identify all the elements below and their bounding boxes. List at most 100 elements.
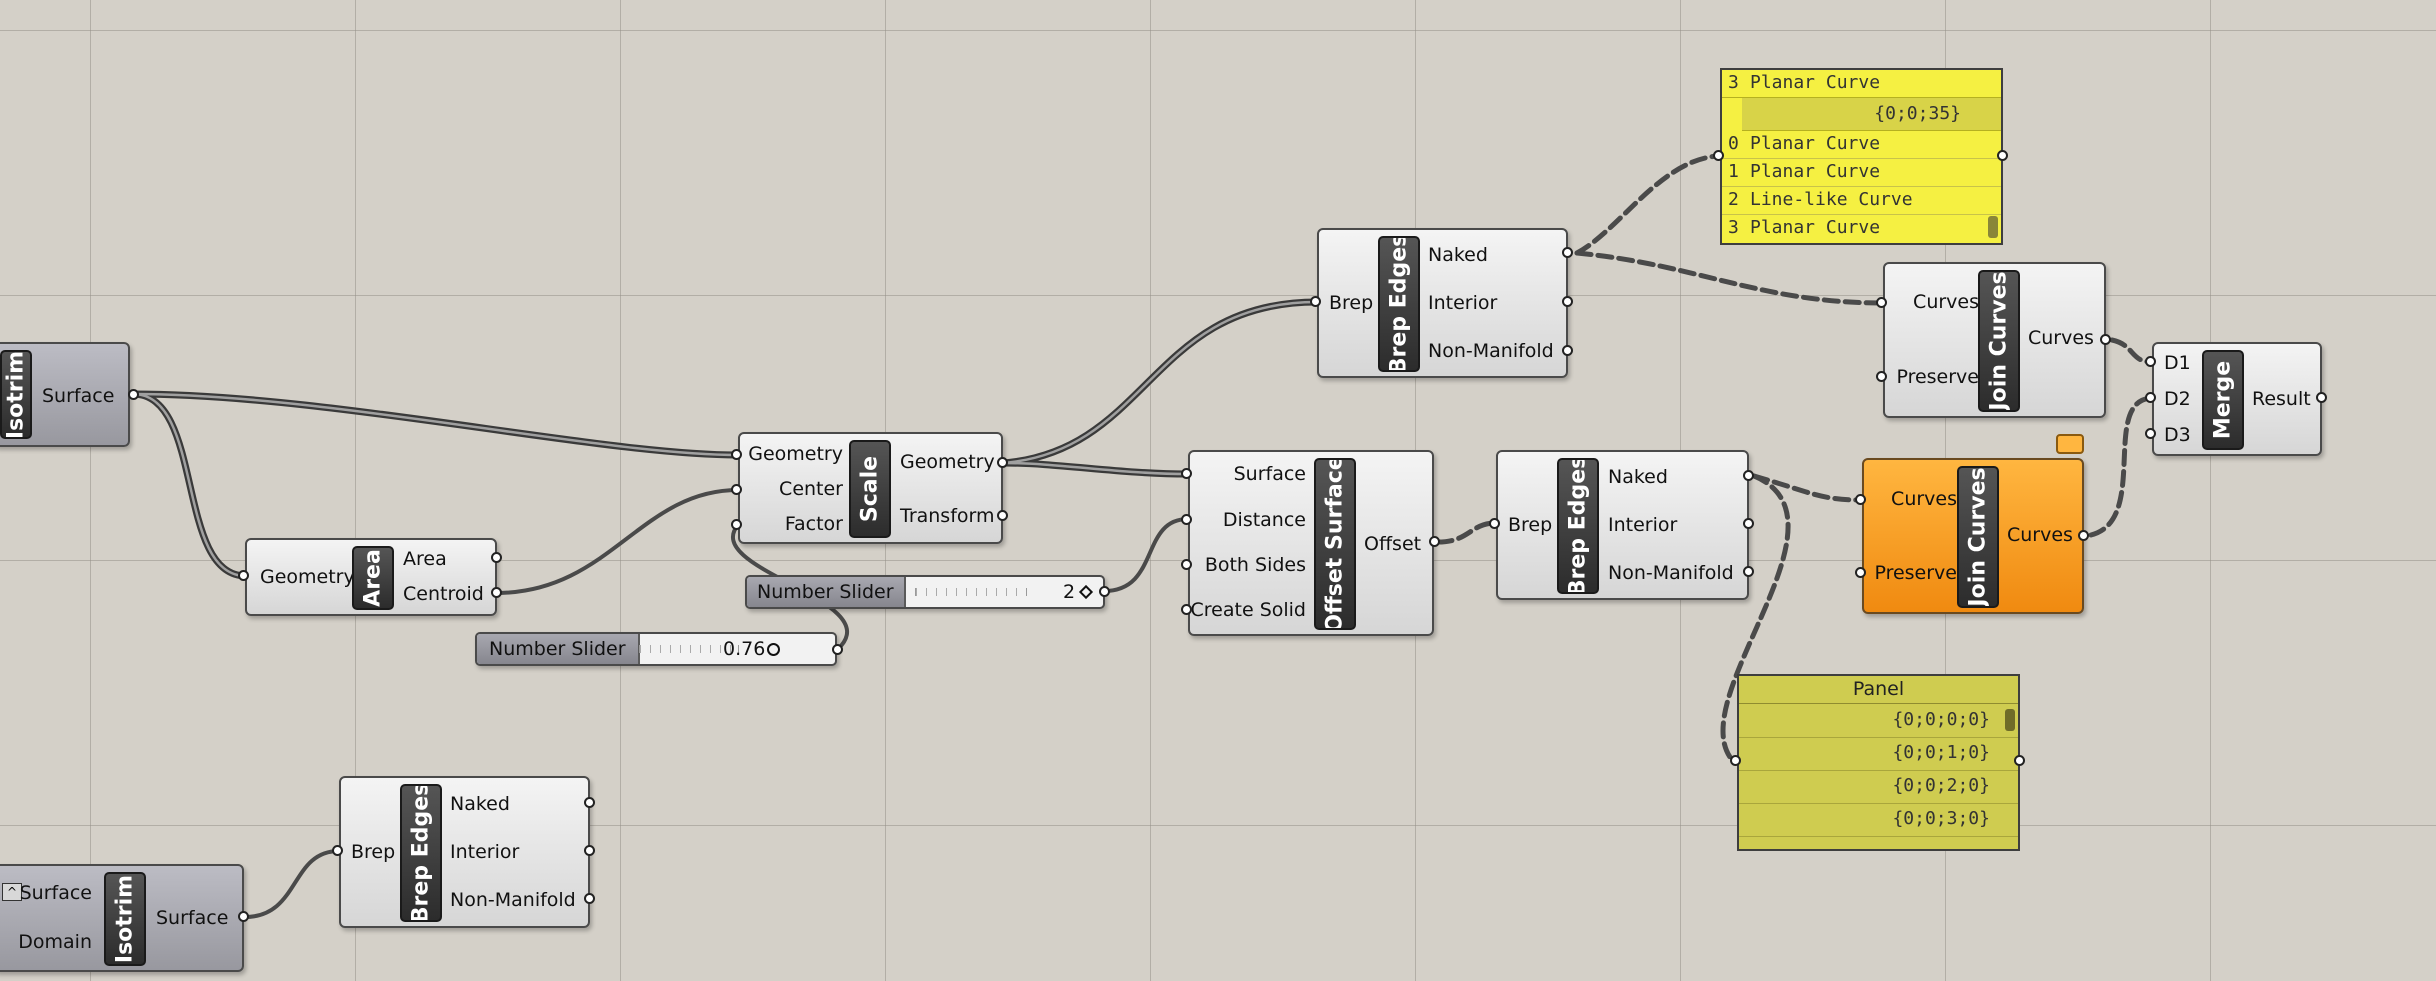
message-balloon-icon[interactable] [2056,434,2084,454]
output-offset: Offset [1364,533,1422,555]
slider-value: 2 [1063,581,1076,603]
input-create-solid: Create Solid [1190,599,1306,621]
grip-in[interactable] [1181,468,1192,479]
path-label: {0;0;35} [1874,103,1961,124]
number-slider-a[interactable]: Number Slider 2 [745,575,1105,609]
grip-out[interactable] [2014,755,2025,766]
output-curves: Curves [2028,327,2094,349]
row-text: {0;0;3;0} [1892,808,1990,829]
grip-in[interactable] [1713,150,1724,161]
grip-in[interactable] [2145,428,2156,439]
panel-header: 3 Planar Curve [1722,70,2001,98]
grip-in[interactable] [1876,371,1887,382]
input-curves: Curves [1891,488,1957,510]
grip-in[interactable] [1181,514,1192,525]
yellow-output-panel[interactable]: 3 Planar Curve {0;0;35} 0 Planar Curve 1… [1720,68,2003,245]
grip-out[interactable] [584,797,595,808]
grip-out[interactable] [238,911,249,922]
number-slider-b[interactable]: Number Slider 0.76 [475,632,837,666]
grip-in[interactable] [731,484,742,495]
row-text: {0;0;1;0} [1892,742,1990,763]
row-text: Planar Curve [1750,161,1881,182]
join-curves-component-selected[interactable]: Curves Preserve Join Curves Curves [1862,458,2084,614]
grip-out[interactable] [832,644,843,655]
output-result: Result [2252,388,2311,410]
wire-naked-to-panel-bottom [1720,473,1791,764]
offset-surface-component[interactable]: Surface Distance Both Sides Create Solid… [1188,450,1434,636]
area-component[interactable]: Geometry Area Area Centroid [245,538,497,616]
grip-in[interactable] [2145,392,2156,403]
wire-isotrim-to-brepedges-bottom [243,849,341,919]
grip-out[interactable] [1429,536,1440,547]
grip-in[interactable] [731,519,742,530]
grip-out[interactable] [584,893,595,904]
grip-out[interactable] [1743,518,1754,529]
grip-in[interactable] [1181,559,1192,570]
grip-in[interactable] [1876,297,1887,308]
grip-out[interactable] [997,457,1008,468]
grip-out[interactable] [1743,566,1754,577]
grip-out[interactable] [491,552,502,563]
slider-handle[interactable] [1078,584,1094,600]
grip-in[interactable] [1489,518,1500,529]
output-naked: Naked [450,793,510,815]
isotrim-component-top[interactable]: Isotrim Surface [0,342,130,447]
grip-out[interactable] [2078,530,2089,541]
input-center: Center [779,478,843,500]
component-title: Brep Edges [400,784,442,922]
grip-out[interactable] [1997,150,2008,161]
panel-row: 3 Planar Curve [1722,214,2001,242]
grip-in[interactable] [1855,567,1866,578]
panel-row: {0;0;2;0} [1739,770,2018,804]
input-d2: D2 [2164,388,2191,410]
slider-track[interactable] [639,645,739,653]
grip-out[interactable] [1099,586,1110,597]
component-title: Area [352,546,394,610]
grip-in[interactable] [1181,604,1192,615]
scale-component[interactable]: Geometry Center Factor Scale Geometry Tr… [738,432,1003,544]
grip-in[interactable] [1855,494,1866,505]
panel-scrollbar[interactable] [2005,709,2015,731]
output-surface: Surface [42,385,115,407]
grip-out[interactable] [1562,345,1573,356]
grip-out[interactable] [2100,334,2111,345]
output-non-manifold: Non-Manifold [1608,562,1734,584]
slider-value: 0.76 [723,638,766,660]
grip-out[interactable] [584,845,595,856]
brep-edges-component-top[interactable]: Brep Brep Edges Naked Interior Non-Manif… [1317,228,1568,378]
grip-out[interactable] [1562,247,1573,258]
grip-in[interactable] [731,449,742,460]
grip-in[interactable] [238,570,249,581]
component-title: Brep Edges [1378,236,1420,372]
input-surface: Surface [1233,463,1306,485]
grip-in[interactable] [1310,296,1321,307]
input-distance: Distance [1222,509,1306,531]
grip-in[interactable] [332,845,343,856]
panel-component[interactable]: Panel {0;0;0;0} {0;0;1;0} {0;0;2;0} {0;0… [1737,674,2020,851]
row-index: 1 [1728,161,1739,182]
slider-handle[interactable] [767,643,780,656]
grip-in[interactable] [2145,356,2156,367]
row-text: Line-like Curve [1750,189,1913,210]
grip-out[interactable] [128,389,139,400]
grip-out[interactable] [997,510,1008,521]
join-curves-component-top[interactable]: Curves Preserve Join Curves Curves [1883,262,2106,418]
panel-scrollbar[interactable] [1988,216,1998,238]
merge-component[interactable]: D1 D2 D3 Merge Result [2152,342,2322,456]
grip-out[interactable] [1562,296,1573,307]
brep-edges-component-mid[interactable]: Brep Brep Edges Naked Interior Non-Manif… [1496,450,1749,600]
grip-in[interactable] [1730,755,1741,766]
slider-track[interactable] [915,588,1027,596]
wire-isotrim-to-scale [129,390,742,459]
row-index: 3 [1728,217,1739,238]
expand-arrow-icon[interactable]: ^ [2,883,22,901]
grip-out[interactable] [1743,470,1754,481]
brep-edges-component-bottom[interactable]: Brep Brep Edges Naked Interior Non-Manif… [339,776,590,928]
grip-out[interactable] [2316,392,2327,403]
grip-out[interactable] [491,587,502,598]
slider-name: Number Slider [747,577,906,607]
input-d1: D1 [2164,352,2191,374]
isotrim-component-bottom[interactable]: ^ Surface Domain Isotrim Surface [0,864,244,972]
component-title: Isotrim [0,350,32,439]
